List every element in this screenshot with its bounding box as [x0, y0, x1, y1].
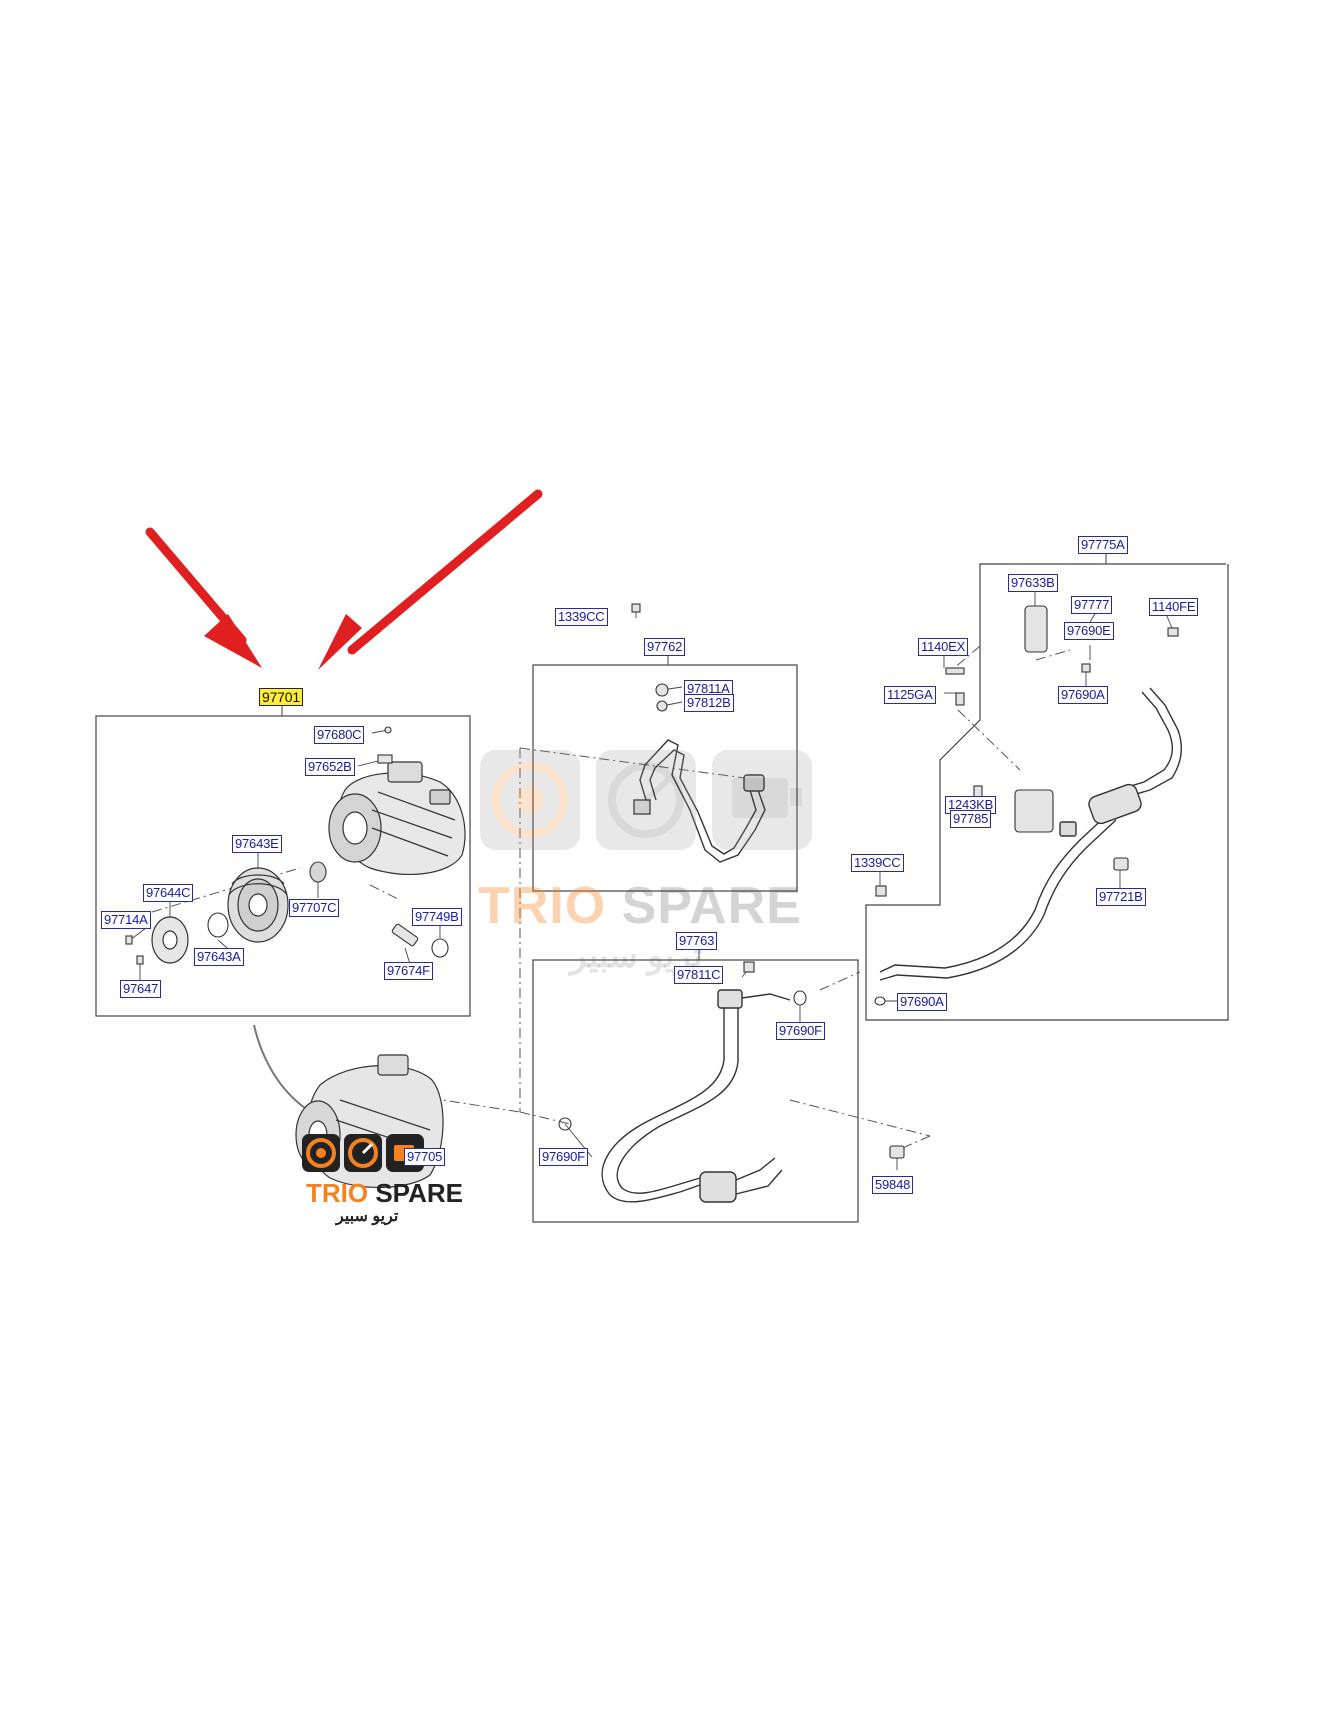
part-label[interactable]: 97643E — [232, 835, 282, 853]
discharge-hose-group-box — [532, 664, 798, 892]
suction-hose — [601, 989, 791, 1203]
part-label[interactable]: 97644C — [143, 884, 194, 902]
part-label[interactable]: 97633B — [1008, 574, 1058, 592]
part-label[interactable]: 97763 — [676, 932, 718, 950]
part-label[interactable]: 97690F — [776, 1022, 825, 1040]
compressor-group-box — [95, 715, 471, 1017]
engine-icon — [712, 750, 812, 850]
part-label-highlighted[interactable]: 97701 — [259, 688, 303, 706]
part-label[interactable]: 97811C — [674, 966, 724, 984]
compressor-hub — [151, 916, 189, 964]
gauge-icon — [302, 1134, 340, 1172]
part-label[interactable]: 97690A — [1058, 686, 1108, 704]
part-label[interactable]: 1339CC — [851, 854, 904, 872]
part-label[interactable]: 97652B — [305, 758, 355, 776]
part-label[interactable]: 1339CC — [555, 608, 608, 626]
part-label[interactable]: 97775A — [1078, 536, 1128, 554]
liquid-tube — [879, 687, 1182, 981]
compressor-body — [328, 761, 466, 876]
liquid-tube-group-box — [865, 563, 1229, 1021]
part-label[interactable]: 97647 — [120, 980, 162, 998]
part-label[interactable]: 59848 — [872, 1176, 914, 1194]
part-label[interactable]: 1140FE — [1149, 598, 1199, 616]
part-label[interactable]: 1140EX — [918, 638, 969, 656]
red-arrow-icon — [318, 489, 543, 670]
part-label[interactable]: 1243KB — [945, 796, 997, 814]
part-label[interactable]: 97812B — [684, 694, 734, 712]
logo-brand: TRIO SPARE — [306, 1178, 463, 1208]
gauge-icon — [344, 1134, 382, 1172]
part-label[interactable]: 97721B — [1096, 888, 1146, 906]
part-label[interactable]: 97714A — [101, 911, 151, 929]
part-label[interactable]: 97777 — [1071, 596, 1113, 614]
part-label[interactable]: 97785 — [950, 810, 992, 828]
part-label[interactable]: 97690F — [539, 1148, 588, 1166]
suction-hose-group-box — [532, 959, 859, 1223]
part-label[interactable]: 97811A — [684, 680, 733, 698]
gauge-icon — [596, 750, 696, 850]
expansion-valve — [1024, 605, 1048, 653]
part-label[interactable]: 97674F — [384, 962, 433, 980]
part-label[interactable]: 97762 — [644, 638, 686, 656]
part-label[interactable]: 97690A — [897, 993, 947, 1011]
pressure-switch-block — [1014, 789, 1054, 833]
part-label[interactable]: 97705 — [404, 1148, 446, 1166]
part-label[interactable]: 97643A — [194, 948, 244, 966]
part-label[interactable]: 97690E — [1064, 622, 1114, 640]
discharge-hose — [633, 739, 766, 863]
watermark-brand: TRIO SPARE — [478, 877, 802, 935]
logo-arabic: تريو سبير — [336, 1208, 399, 1225]
part-label[interactable]: 97749B — [412, 908, 462, 926]
part-label[interactable]: 97680C — [314, 726, 365, 744]
part-label[interactable]: 97707C — [289, 899, 340, 917]
compressor-pulley — [227, 867, 289, 943]
gauge-icon — [480, 750, 580, 850]
red-arrow-icon — [145, 527, 262, 668]
part-label[interactable]: 1125GA — [884, 686, 936, 704]
